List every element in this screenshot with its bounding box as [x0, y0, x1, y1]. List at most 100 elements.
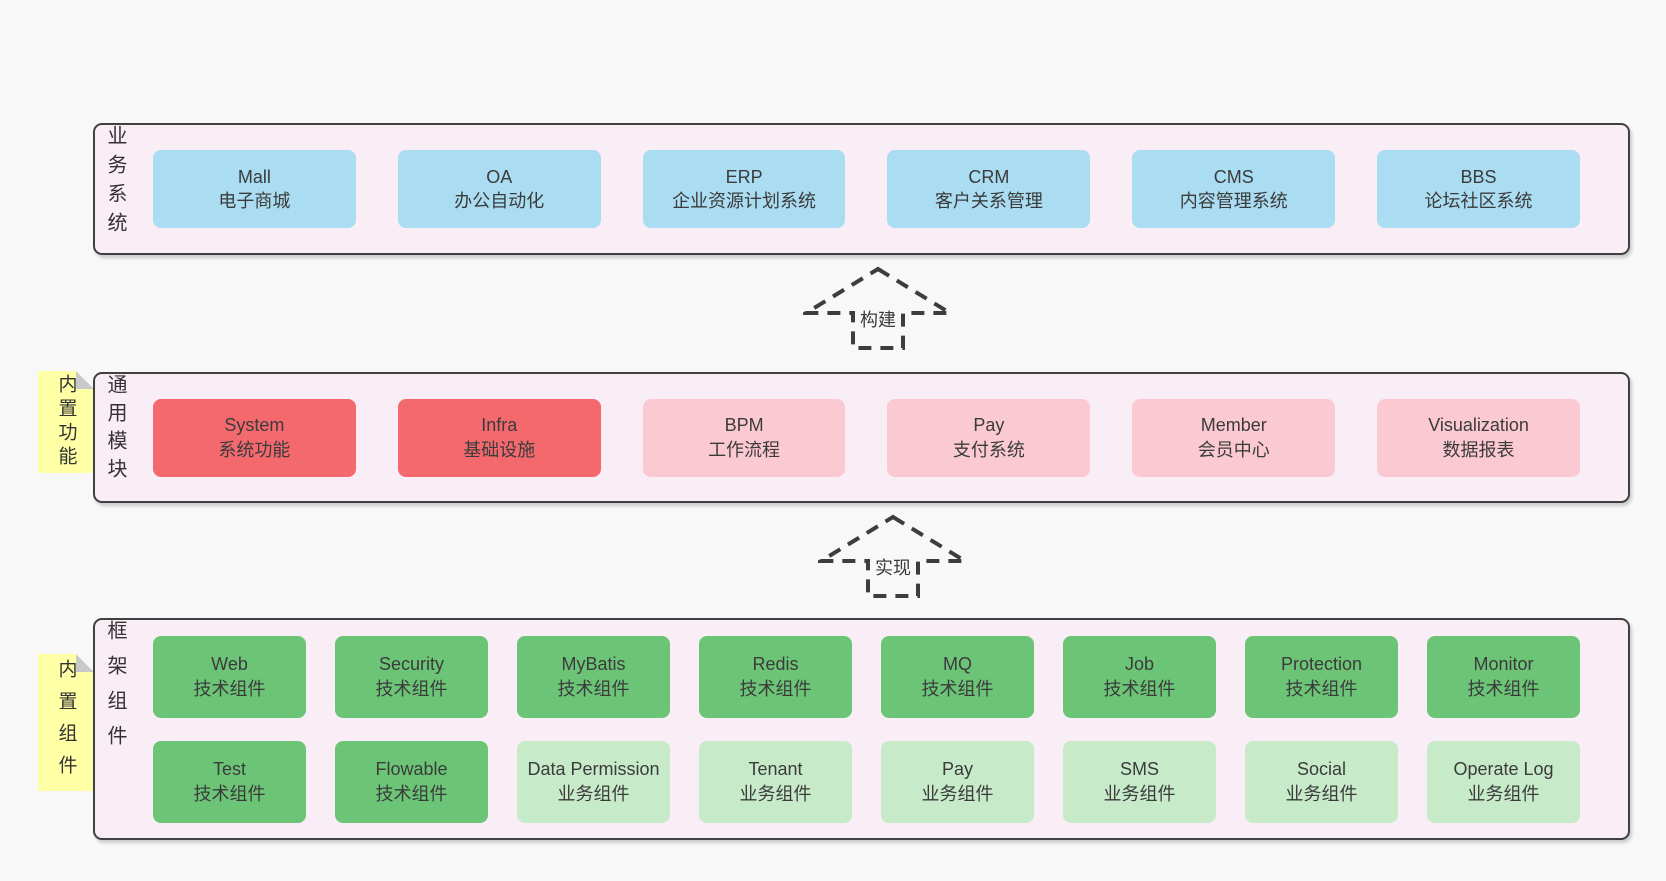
box-mall: Mall 电子商城 — [153, 150, 356, 228]
box-sms: SMS 业务组件 — [1063, 740, 1216, 823]
box-row: System 系统功能 Infra 基础设施 BPM 工作流程 Pay 支付系统 Member 会… — [153, 398, 1580, 477]
box-title: BPM — [724, 415, 764, 436]
box-title: Pay — [973, 415, 1005, 436]
box-test: Test 技术组件 — [153, 740, 306, 823]
note-fold-corner-icon — [76, 371, 94, 389]
panel-side-label: 框架组件 — [104, 620, 126, 760]
box-title: CMS — [1213, 166, 1254, 187]
box-title: Mall — [237, 166, 271, 187]
box-title: Operate Log — [1453, 759, 1554, 780]
box-security: Security 技术组件 — [335, 635, 488, 718]
box-subtitle: 电子商城 — [218, 191, 291, 211]
box-bpm: BPM 工作流程 — [642, 398, 846, 477]
box-title: Member — [1200, 415, 1267, 436]
box-title: Security — [378, 654, 445, 675]
box-subtitle: 技术组件 — [739, 678, 812, 699]
box-title: Web — [211, 654, 248, 675]
box-bbs: BBS 论坛社区系统 — [1377, 150, 1580, 228]
box-title: System — [224, 415, 285, 436]
box-subtitle: 支付系统 — [952, 439, 1025, 460]
box-title: Visualization — [1428, 415, 1529, 436]
box-flowable: Flowable 技术组件 — [335, 740, 488, 823]
box-tenant: Tenant 业务组件 — [699, 740, 852, 823]
dashed-arrow-shape — [803, 266, 953, 350]
box-subtitle: 数据报表 — [1442, 439, 1515, 460]
box-title: MyBatis — [561, 654, 626, 675]
box-title: Job — [1124, 654, 1155, 675]
box-subtitle: 论坛社区系统 — [1424, 191, 1533, 211]
box-pay: Pay 业务组件 — [881, 740, 1034, 823]
box-subtitle: 办公自动化 — [454, 191, 545, 211]
dashed-arrow-shape — [818, 514, 968, 598]
box-title: Data Permission — [527, 759, 660, 780]
box-data-permission: Data Permission 业务组件 — [517, 740, 670, 823]
box-infra: Infra 基础设施 — [397, 398, 601, 477]
box-title: Tenant — [748, 759, 803, 780]
box-subtitle: 技术组件 — [375, 783, 448, 804]
box-subtitle: 会员中心 — [1197, 439, 1270, 460]
panel-side-label: 业务系统 — [104, 125, 126, 241]
box-cms: CMS 内容管理系统 — [1132, 150, 1336, 228]
box-title: Redis — [752, 654, 799, 675]
box-subtitle: 业务组件 — [1467, 783, 1540, 804]
box-subtitle: 系统功能 — [218, 439, 291, 460]
box-title: Social — [1296, 759, 1347, 780]
box-subtitle: 技术组件 — [1103, 678, 1176, 699]
box-subtitle: 技术组件 — [557, 678, 630, 699]
box-title: OA — [486, 166, 513, 187]
box-oa: OA 办公自动化 — [397, 150, 601, 228]
box-title: MQ — [943, 654, 972, 675]
box-member: Member 会员中心 — [1132, 398, 1336, 477]
box-subtitle: 业务组件 — [1103, 783, 1176, 804]
box-subtitle: 业务组件 — [1285, 783, 1358, 804]
box-title: SMS — [1119, 759, 1159, 780]
box-job: Job 技术组件 — [1063, 635, 1216, 718]
box-title: ERP — [725, 166, 763, 187]
box-web: Web 技术组件 — [153, 635, 306, 718]
sticky-note-built-in-features: 内置功能 — [38, 371, 94, 473]
box-title: Test — [212, 759, 246, 780]
box-title: Pay — [941, 759, 974, 780]
box-system: System 系统功能 — [153, 398, 356, 477]
box-subtitle: 技术组件 — [193, 678, 266, 699]
box-title: Monitor — [1473, 654, 1534, 675]
box-pay: Pay 支付系统 — [887, 398, 1091, 477]
box-subtitle: 企业资源计划系统 — [672, 191, 817, 211]
box-subtitle: 基础设施 — [463, 439, 536, 460]
box-subtitle: 技术组件 — [1467, 678, 1540, 699]
box-subtitle: 工作流程 — [708, 439, 781, 460]
box-title: Infra — [481, 415, 518, 436]
box-social: Social 业务组件 — [1245, 740, 1398, 823]
arrow-up-build: 构建 — [803, 266, 953, 352]
box-subtitle: 技术组件 — [921, 678, 994, 699]
box-title: Flowable — [375, 759, 448, 780]
box-subtitle: 客户关系管理 — [934, 191, 1043, 211]
arrow-label: 实现 — [872, 554, 914, 580]
sticky-note-built-in-components: 内置组件 — [38, 654, 94, 791]
sticky-note-label: 内置功能 — [55, 374, 77, 470]
box-subtitle: 业务组件 — [739, 783, 812, 804]
panel-side-label: 通用模块 — [104, 374, 126, 486]
box-subtitle: 业务组件 — [557, 783, 630, 804]
box-mybatis: MyBatis 技术组件 — [517, 635, 670, 718]
box-title: BBS — [1460, 166, 1497, 187]
box-title: Protection — [1280, 654, 1363, 675]
box-subtitle: 内容管理系统 — [1179, 191, 1288, 211]
box-redis: Redis 技术组件 — [699, 635, 852, 718]
box-mq: MQ 技术组件 — [881, 635, 1034, 718]
box-erp: ERP 企业资源计划系统 — [642, 150, 846, 228]
box-subtitle: 技术组件 — [193, 783, 266, 804]
box-subtitle: 业务组件 — [921, 783, 994, 804]
box-subtitle: 技术组件 — [375, 678, 448, 699]
box-protection: Protection 技术组件 — [1245, 635, 1398, 718]
box-subtitle: 技术组件 — [1285, 678, 1358, 699]
sticky-note-label: 内置组件 — [55, 658, 77, 787]
